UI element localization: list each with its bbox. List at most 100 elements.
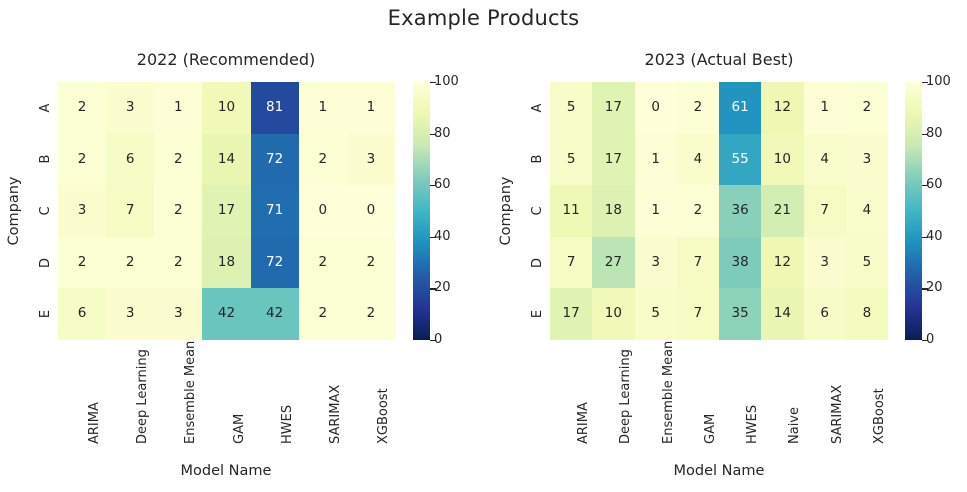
heatmap-cell: 21 (761, 185, 804, 237)
heatmap-cell: 12 (761, 236, 804, 289)
heatmap-cell: 35 (719, 288, 762, 340)
x-tick-label: HWES (745, 404, 761, 444)
heatmap-cell: 2 (676, 185, 719, 237)
colorbar-tick (922, 340, 928, 342)
heatmap-cell: 7 (106, 185, 155, 237)
y-tick-label: E (38, 310, 53, 319)
heatmap-cell: 1 (298, 82, 347, 134)
y-tick-label: A (38, 103, 53, 113)
heatmap-cell: 36 (719, 185, 762, 237)
heatmap-cell: 2 (58, 82, 107, 134)
heatmap-cell: 3 (634, 236, 677, 289)
heatmap-cell: 6 (803, 288, 846, 340)
x-tick-label: Ensemble Mean (660, 340, 676, 444)
colorbar-tick (922, 288, 928, 290)
x-tick-label: GAM (231, 413, 247, 444)
y-tick-label: B (38, 154, 53, 164)
heatmap-cell: 14 (761, 288, 804, 340)
heatmap-cell: 3 (58, 185, 107, 237)
heatmap-cell: 8 (845, 288, 888, 340)
heatmap-cell: 17 (202, 185, 251, 237)
heatmap-cell: 2 (106, 236, 155, 289)
heatmap-cell: 2 (346, 236, 395, 289)
heatmap-cell: 3 (106, 288, 155, 340)
y-axis-label: Company (6, 176, 22, 246)
x-tick-label: Ensemble Mean (183, 340, 199, 444)
heatmap-cell: 61 (719, 82, 762, 134)
heatmap-cell: 2 (154, 133, 203, 186)
colorbar-tick (430, 185, 436, 187)
heatmap-cell: 2 (58, 133, 107, 186)
heatmap-cell: 72 (250, 236, 299, 289)
colorbar-tick-label: 40 (434, 228, 451, 244)
heatmap-cell: 2 (298, 288, 347, 340)
heatmap-cell: 38 (719, 236, 762, 289)
colorbar-tick-label: 60 (434, 177, 451, 193)
colorbar-tick-label: 0 (926, 332, 935, 347)
heatmap-cell: 3 (803, 236, 846, 289)
heatmap-cell: 7 (803, 185, 846, 237)
heatmap-cell: 7 (676, 288, 719, 340)
colorbar-tick-label: 20 (434, 280, 451, 296)
x-axis-label: Model Name (180, 463, 272, 479)
heatmap-cell: 5 (634, 288, 677, 340)
heatmap-cell: 11 (550, 185, 593, 237)
heatmap-cell: 55 (719, 133, 762, 186)
heatmap-cell: 18 (592, 185, 635, 237)
colorbar-tick (922, 185, 928, 187)
y-tick-label: D (38, 257, 53, 268)
colorbar-tick (430, 133, 436, 135)
heatmap-cell: 3 (106, 82, 155, 134)
x-axis-label: Model Name (673, 463, 765, 479)
heatmap-cell: 2 (346, 288, 395, 340)
heatmap-cell: 5 (550, 82, 593, 134)
y-tick-label: D (530, 257, 545, 268)
x-tick-label: ARIMA (576, 402, 592, 444)
heatmap-cell: 2 (154, 236, 203, 289)
heatmap-cell: 2 (298, 236, 347, 289)
heatmap-cell: 0 (298, 185, 347, 237)
heatmap-cell: 4 (803, 133, 846, 186)
heatmap-cell: 6 (58, 288, 107, 340)
heatmap-cell: 1 (346, 82, 395, 134)
colorbar-tick (430, 82, 436, 84)
heatmap-cell: 14 (202, 133, 251, 186)
heatmap-cell: 1 (803, 82, 846, 134)
heatmap-cell: 1 (634, 133, 677, 186)
heatmap-cell: 0 (634, 82, 677, 134)
colorbar-tick (430, 288, 436, 290)
heatmap-cell: 2 (676, 82, 719, 134)
x-tick-label: Naive (787, 407, 803, 444)
heatmap-cell: 4 (845, 185, 888, 237)
y-tick-label: C (530, 206, 545, 216)
colorbar-tick-label: 100 (926, 74, 951, 89)
colorbar-tick-label: 60 (926, 177, 943, 193)
heatmap-cell: 27 (592, 236, 635, 289)
heatmap-cell: 2 (154, 185, 203, 237)
colorbar-tick (430, 236, 436, 239)
x-tick-label: XGBoost (871, 388, 887, 444)
heatmap-cell: 81 (250, 82, 299, 134)
heatmap-cell: 17 (550, 288, 593, 340)
heatmap-cell: 72 (250, 133, 299, 186)
colorbar-tick-label: 100 (434, 74, 459, 89)
heatmap-cell: 7 (550, 236, 593, 289)
heatmap-cell: 4 (676, 133, 719, 186)
colorbar (905, 82, 922, 340)
heatmap-cell: 10 (202, 82, 251, 134)
heatmap-cell: 10 (592, 288, 635, 340)
heatmap-cell: 0 (346, 185, 395, 237)
x-tick-label: ARIMA (87, 402, 103, 444)
heatmap-cell: 18 (202, 236, 251, 289)
heatmap-cell: 7 (676, 236, 719, 289)
colorbar-tick (922, 236, 928, 239)
heatmap-cell: 12 (761, 82, 804, 134)
heatmap-cell: 17 (592, 82, 635, 134)
colorbar-tick-label: 80 (926, 125, 943, 141)
heatmap-cell: 2 (845, 82, 888, 134)
heatmap-cell: 1 (634, 185, 677, 237)
colorbar (413, 82, 430, 340)
